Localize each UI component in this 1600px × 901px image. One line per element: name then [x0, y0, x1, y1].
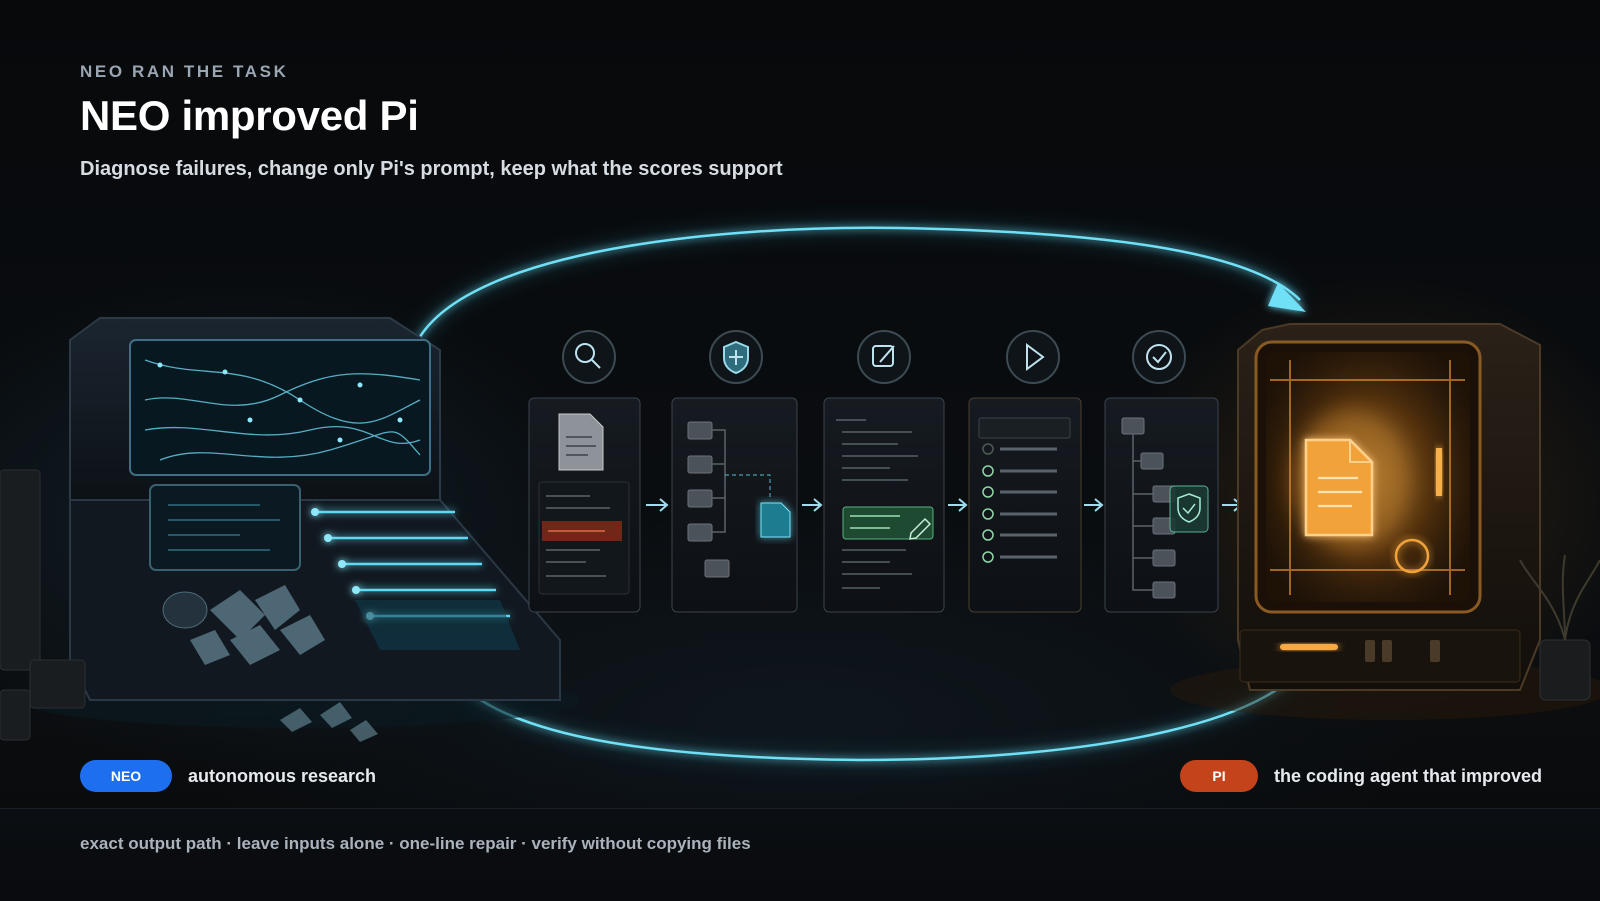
check-icon: [1132, 330, 1186, 384]
arrow-right-icon: [802, 498, 823, 512]
panel-verify: [1104, 397, 1219, 613]
loop-arc-top: [415, 225, 1306, 342]
neo-badge: NEO: [80, 760, 172, 792]
panel-run: [968, 397, 1082, 613]
edit-icon: [857, 330, 911, 384]
arrow-right-icon: [1084, 498, 1104, 512]
legend-pi: PI the coding agent that improved: [1179, 760, 1542, 792]
page-subtitle: Diagnose failures, change only Pi's prom…: [80, 158, 783, 180]
play-icon: [1006, 330, 1060, 384]
neo-description: autonomous research: [188, 765, 377, 786]
pi-description: the coding agent that improved: [1273, 765, 1542, 786]
panel-isolate: [671, 397, 798, 613]
pipeline-connectors: [646, 498, 1243, 512]
arrow-right-icon: [948, 498, 968, 512]
search-icon: [562, 330, 616, 384]
crystal-shards: [280, 702, 378, 742]
panel-diagnose: [528, 397, 641, 613]
panel-edit-prompt: [823, 397, 945, 613]
plant-pot: [1539, 639, 1591, 701]
loop-arrowhead-right-icon: [1268, 283, 1306, 312]
pencil-icon: [909, 517, 932, 540]
shield-check-icon: [1177, 493, 1201, 523]
pipeline-icons: [562, 330, 1186, 384]
edited-line-highlight: [842, 506, 934, 540]
neo-machine: [0, 317, 580, 742]
kicker: NEO RAN THE TASK: [80, 62, 289, 81]
pipeline-panels: [528, 397, 1219, 613]
pi-document-icon: [1304, 438, 1374, 537]
legend-neo: NEO autonomous research: [80, 760, 376, 792]
pi-badge: PI: [1179, 760, 1258, 792]
footer-caption: exact output path · leave inputs alone ·…: [80, 834, 751, 853]
pi-machine: [1170, 323, 1600, 720]
footer-bar: [0, 808, 1600, 901]
arrow-right-icon: [646, 498, 669, 512]
crystal-cluster: [190, 585, 325, 665]
page-title: NEO improved Pi: [80, 92, 419, 139]
plant-leaves: [1519, 554, 1600, 641]
shield-icon: [709, 330, 763, 384]
